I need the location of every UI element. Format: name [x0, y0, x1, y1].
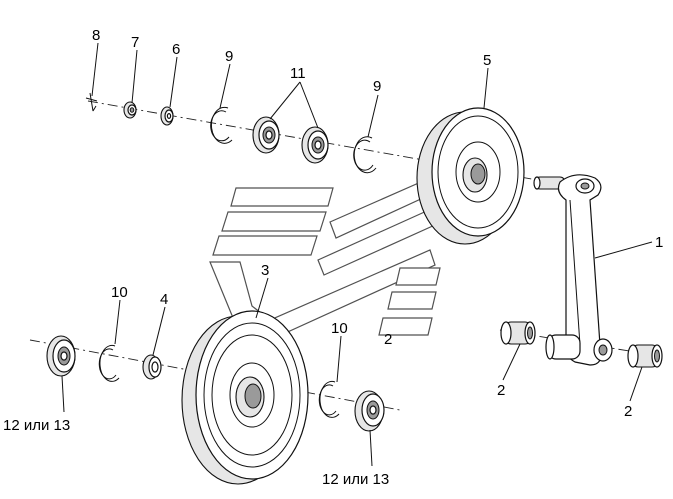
- lever-arm-part-1: [533, 174, 613, 366]
- pulley-part-3: [181, 310, 309, 485]
- label-part-12-13-left: 12 или 13: [3, 417, 70, 434]
- label-part-3: 3: [261, 262, 269, 279]
- label-part-8: 8: [92, 27, 100, 44]
- washer-part-6: [160, 106, 174, 126]
- label-part-5: 5: [483, 52, 491, 69]
- label-part-2-left: 2: [497, 382, 505, 399]
- bushing-part-2-right: [627, 344, 663, 368]
- label-part-9-left: 9: [225, 48, 233, 65]
- label-part-10-left: 10: [111, 284, 128, 301]
- label-part-7: 7: [131, 34, 139, 51]
- cotter-pin-part-8: [85, 92, 98, 112]
- spacer-sleeve-part-4: [142, 354, 162, 380]
- bushing-part-2-left: [500, 321, 536, 345]
- bearing-part-12-13-right: [354, 390, 385, 432]
- label-part-10-right: 10: [331, 320, 348, 337]
- label-part-11: 11: [290, 65, 306, 82]
- retaining-ring-part-9-left: [210, 106, 233, 144]
- bearing-part-11-b: [301, 126, 329, 164]
- label-part-2-top: 2: [384, 331, 392, 348]
- label-part-12-13-right: 12 или 13: [322, 471, 389, 488]
- retaining-ring-part-10-left: [98, 344, 120, 382]
- label-part-2-right: 2: [624, 403, 632, 420]
- castle-nut-part-7: [123, 101, 137, 119]
- label-part-4: 4: [160, 291, 168, 308]
- label-part-9-right: 9: [373, 78, 381, 95]
- bearing-part-12-13-left: [46, 335, 76, 377]
- label-part-1: 1: [655, 234, 663, 251]
- label-part-6: 6: [172, 41, 180, 58]
- retaining-ring-part-10-right: [318, 380, 340, 418]
- retaining-ring-part-9-right: [353, 136, 377, 174]
- pulley-part-5: [416, 107, 525, 245]
- leader-lines: [61, 42, 653, 467]
- bearing-part-11-a: [252, 116, 280, 154]
- part-labels: 8 7 6 9 11 9 5 1 3 2 10 4 10 2 2 12 или …: [3, 27, 663, 488]
